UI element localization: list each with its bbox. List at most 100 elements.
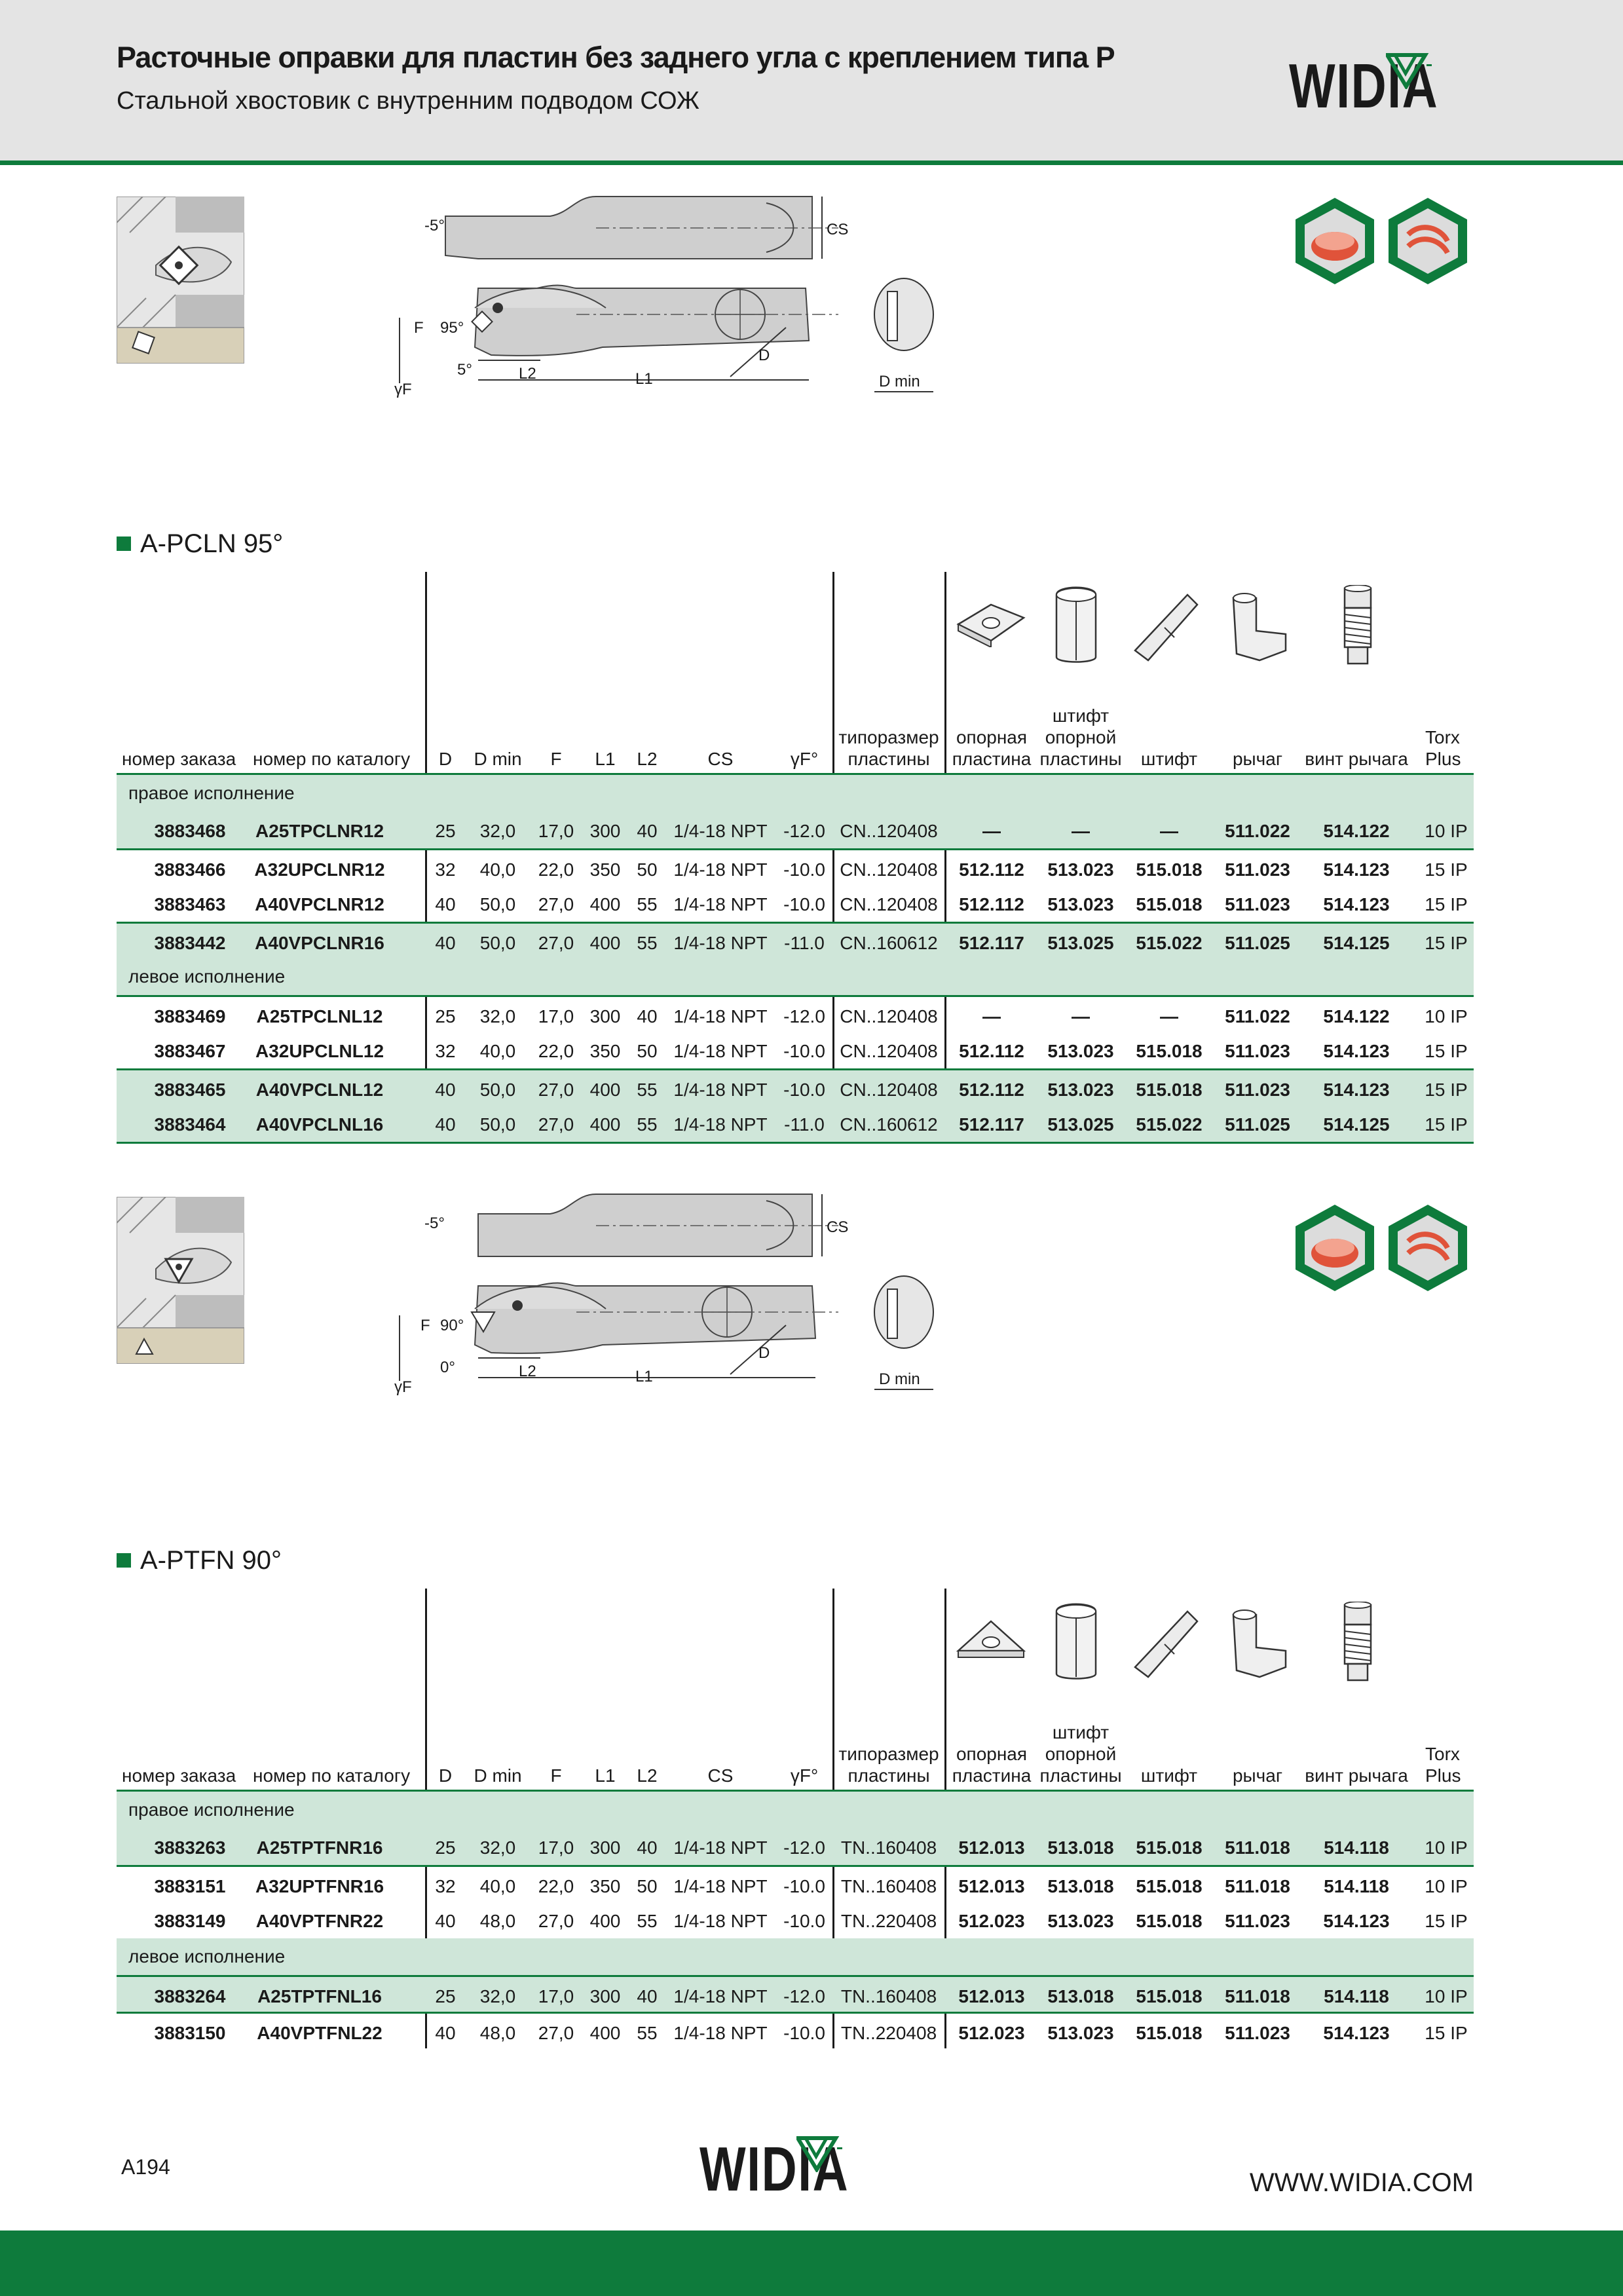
divider	[425, 572, 427, 1142]
cell-shim: 512.112	[959, 1080, 1024, 1100]
logo-mark-icon	[1386, 53, 1432, 89]
cell-lever-screw: 514.118	[1324, 1986, 1389, 2006]
section-ptfn-title-text: A-PTFN 90°	[140, 1546, 282, 1575]
ptfn-tool-drawing: CS -5° L2 L1 D F 90° 0° γF D min	[394, 1194, 934, 1396]
cell-torx: 15 IP	[1425, 1911, 1468, 1931]
col-pin: штифт	[1140, 749, 1198, 769]
cell-catalog-no: A40VPTFNR22	[255, 1911, 384, 1931]
cell-catalog-no: A25TPCLNL12	[256, 1006, 383, 1026]
cell-lever: 511.018	[1225, 1837, 1290, 1858]
cell-lever: 511.023	[1225, 894, 1290, 914]
cell-l1: 300	[589, 1837, 621, 1858]
cell-gamma: -10.0	[783, 1876, 825, 1896]
cell-d: 40	[435, 1114, 456, 1135]
ptfn-d-label: D	[758, 1344, 770, 1362]
cell-lever: 511.023	[1225, 1911, 1290, 1931]
cell-f: 17,0	[538, 1986, 574, 2006]
col-gamma: γF°	[790, 749, 819, 769]
section-pcln-title-text: A-PCLN 95°	[140, 529, 284, 558]
footer-logo-wordmark: WIDIA	[700, 2134, 849, 2204]
lever-screw-icon	[1343, 585, 1372, 665]
cell-pin: 515.018	[1136, 1986, 1203, 2006]
col-d: D	[438, 749, 453, 769]
cell-catalog-no: A25TPTFNR16	[256, 1837, 383, 1858]
ptfn-table: номер заказа номер по каталогу D D min F…	[117, 1589, 1474, 2060]
cell-cs: 1/4-18 NPT	[673, 1986, 768, 2006]
cell-torx: 10 IP	[1425, 1986, 1468, 2006]
col-torx-1: Torx	[1425, 1744, 1460, 1764]
cell-f: 27,0	[538, 894, 574, 914]
cell-order-no: 3883150	[154, 2023, 226, 2043]
cell-catalog-no: A40VPCLNR16	[255, 933, 384, 953]
cell-torx: 15 IP	[1425, 859, 1468, 880]
cell-shim-pin: 513.018	[1047, 1876, 1114, 1896]
cell-lever-screw: 514.118	[1324, 1876, 1389, 1896]
cell-l1: 350	[589, 859, 621, 880]
cell-shim: 512.112	[959, 894, 1024, 914]
cell-catalog-no: A40VPCLNL16	[255, 1114, 384, 1135]
cell-d: 25	[435, 1837, 456, 1858]
cell-order-no: 3883468	[154, 821, 226, 841]
cell-cs: 1/4-18 NPT	[673, 933, 768, 953]
lever-screw-icon	[1343, 1602, 1372, 1682]
cell-insert-type: CN..120408	[840, 1041, 938, 1061]
cell-lever-screw: 514.122	[1323, 821, 1390, 841]
cell-lever: 511.023	[1225, 859, 1290, 880]
cell-lever: 511.022	[1225, 1006, 1290, 1026]
cell-lever-screw: 514.123	[1323, 2023, 1390, 2043]
cell-l1: 300	[589, 1006, 621, 1026]
pcln-application-sketch	[117, 197, 244, 364]
cell-f: 22,0	[538, 859, 574, 880]
cell-dmin: 40,0	[479, 859, 516, 880]
cell-dmin: 40,0	[479, 1876, 516, 1896]
cell-cs: 1/4-18 NPT	[673, 894, 768, 914]
cell-d: 32	[435, 1876, 456, 1896]
cell-lever-screw: 514.123	[1323, 1041, 1390, 1061]
cell-f: 17,0	[538, 1837, 574, 1858]
cell-shim-pin: 513.023	[1047, 2023, 1114, 2043]
ptfn-application-sketch	[117, 1197, 244, 1364]
cell-torx: 10 IP	[1425, 1876, 1468, 1896]
col-lever-screw: винт рычага	[1305, 749, 1408, 769]
cell-pin: 515.022	[1136, 1114, 1203, 1135]
col-pin: штифт	[1140, 1765, 1198, 1786]
footer-bar	[0, 2230, 1623, 2296]
cell-shim: 512.013	[958, 1986, 1025, 2006]
pcln-5-label: 5°	[457, 361, 472, 379]
cell-shim: 512.023	[958, 1911, 1025, 1931]
cell-catalog-no: A40VPCLNL12	[255, 1080, 384, 1100]
cell-d: 25	[435, 1986, 456, 2006]
pcln-cs-label: CS	[827, 221, 848, 238]
website-url[interactable]: WWW.WIDIA.COM	[1249, 2168, 1474, 2197]
col-insert-type-1: типоразмер	[838, 1744, 939, 1764]
cell-lever: 511.023	[1225, 2023, 1290, 2043]
lever-icon	[1232, 1609, 1287, 1678]
cell-gamma: -10.0	[783, 1080, 825, 1100]
col-cs: CS	[707, 1765, 734, 1786]
cell-lever-screw: 514.123	[1323, 894, 1390, 914]
ptfn-cs-label: CS	[827, 1218, 848, 1236]
cell-l1: 400	[589, 1911, 621, 1931]
pcln-tool-drawing: CS -5° L2 L1 D F 95° 5° γF D min	[394, 196, 934, 398]
cell-insert-type: TN..160408	[840, 1837, 937, 1858]
cell-l2: 55	[637, 1114, 658, 1135]
cell-gamma: -10.0	[783, 894, 825, 914]
cell-cs: 1/4-18 NPT	[673, 1837, 768, 1858]
cell-l1: 400	[589, 933, 621, 953]
ptfn-neg5-label: -5°	[424, 1214, 445, 1232]
cell-insert-type: CN..120408	[840, 1006, 938, 1026]
cell-cs: 1/4-18 NPT	[673, 859, 768, 880]
shim-icon	[956, 603, 1026, 647]
cell-gamma: -12.0	[783, 1006, 825, 1026]
col-lever: рычаг	[1232, 749, 1283, 769]
cell-d: 25	[435, 1006, 456, 1026]
pcln-l2-label: L2	[519, 365, 536, 383]
cell-shim: —	[982, 821, 1001, 841]
cell-shim: 512.023	[958, 2023, 1025, 2043]
cell-l2: 55	[637, 933, 658, 953]
cell-lever: 511.018	[1225, 1986, 1290, 2006]
col-catalog-no: номер по каталогу	[253, 749, 411, 769]
